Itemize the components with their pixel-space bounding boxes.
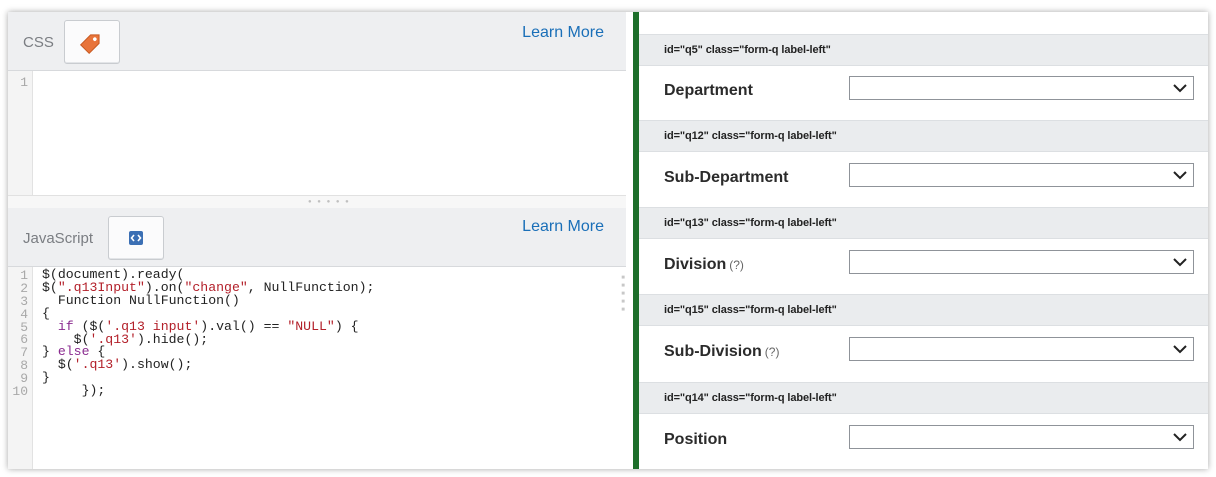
chevron-down-icon xyxy=(1173,258,1187,267)
code-line: } else { xyxy=(42,344,106,360)
line-number: 3 xyxy=(20,293,28,309)
department-select[interactable] xyxy=(849,76,1194,100)
preview-top-strip xyxy=(639,12,1208,34)
question-row-division: Division(?) xyxy=(639,238,1208,294)
js-gutter xyxy=(8,267,33,469)
question-label: Position xyxy=(664,431,727,449)
question-meta: id="q15" class="form-q label-left" xyxy=(664,304,837,316)
code-line: } xyxy=(42,370,50,386)
question-label: Sub-Division(?) xyxy=(664,343,779,361)
editor-window: CSS Learn More 1 ● ● ● ● ● JavaScript xyxy=(8,12,1208,469)
line-number: 6 xyxy=(20,332,28,348)
vertical-grip-icon[interactable]: ■■■■■ xyxy=(621,275,625,313)
line-number: 1 xyxy=(20,75,28,90)
js-learn-more-link[interactable]: Learn More xyxy=(522,218,604,235)
question-meta: id="q12" class="form-q label-left" xyxy=(664,130,837,142)
js-line-numbers: 1 2 3 4 5 6 7 8 9 10 xyxy=(8,269,28,398)
chevron-down-icon xyxy=(1173,433,1187,442)
question-label-text: Sub-Department xyxy=(664,169,789,186)
position-select[interactable] xyxy=(849,425,1194,449)
js-panel-header: JavaScript xyxy=(8,208,626,267)
sub-division-select[interactable] xyxy=(849,337,1194,361)
question-row-position: Position xyxy=(639,413,1208,469)
grip-dots-icon: ● ● ● ● ● xyxy=(308,199,351,205)
line-number: 8 xyxy=(20,358,28,374)
help-tooltip-link[interactable]: (?) xyxy=(764,345,780,359)
question-label: Department xyxy=(664,82,753,100)
css-line-numbers: 1 xyxy=(8,76,28,89)
code-line: Function NullFunction() xyxy=(42,292,240,308)
line-number: 7 xyxy=(20,345,28,361)
code-line: $(".q13Input").on("change", NullFunction… xyxy=(42,279,375,295)
form-preview-pane: id="q5" class="form-q label-left" Depart… xyxy=(639,12,1208,469)
question-meta-header: id="q15" class="form-q label-left" xyxy=(639,294,1208,326)
code-line: if ($('.q13 input').val() == "NULL") { xyxy=(57,318,359,334)
sub-department-select[interactable] xyxy=(849,163,1194,187)
css-editor[interactable] xyxy=(33,71,626,195)
code-line: { xyxy=(42,305,50,321)
question-meta-header: id="q5" class="form-q label-left" xyxy=(639,34,1208,66)
question-label-text: Division xyxy=(664,256,727,273)
question-meta: id="q14" class="form-q label-left" xyxy=(664,392,837,404)
chevron-down-icon xyxy=(1173,171,1187,180)
question-label-text: Position xyxy=(664,431,728,448)
question-row-sub-division: Sub-Division(?) xyxy=(639,325,1208,381)
code-line: $(document).ready( xyxy=(42,267,185,282)
code-line: $('.q13').show(); xyxy=(42,357,193,373)
question-meta: id="q13" class="form-q label-left" xyxy=(664,217,837,229)
chevron-down-icon xyxy=(1173,345,1187,354)
line-number: 9 xyxy=(20,371,28,387)
chevron-down-icon xyxy=(1173,84,1187,93)
line-number: 1 xyxy=(20,268,28,283)
css-panel-label: CSS xyxy=(23,34,54,51)
question-meta: id="q5" class="form-q label-left" xyxy=(664,44,831,56)
code-editor-pane: CSS Learn More 1 ● ● ● ● ● JavaScript xyxy=(8,12,626,469)
line-number: 10 xyxy=(12,384,28,400)
code-line: $('.q13').hide(); xyxy=(42,331,209,347)
js-code-button[interactable] xyxy=(108,216,164,260)
question-label: Sub-Department xyxy=(664,169,788,187)
question-meta-header: id="q13" class="form-q label-left" xyxy=(639,207,1208,239)
js-code-editor[interactable]: $(document).ready($(".q13Input").on("cha… xyxy=(42,267,375,399)
question-label-text: Sub-Division xyxy=(664,343,762,360)
line-number: 4 xyxy=(20,306,28,322)
line-number: 5 xyxy=(20,319,28,335)
js-panel-label: JavaScript xyxy=(23,230,94,247)
division-select[interactable] xyxy=(849,250,1194,274)
tag-icon xyxy=(79,34,100,55)
pane-divider[interactable] xyxy=(633,12,639,469)
code-line: }); xyxy=(42,383,106,399)
help-tooltip-link[interactable]: (?) xyxy=(729,258,744,272)
question-meta-header: id="q14" class="form-q label-left" xyxy=(639,382,1208,414)
question-row-sub-department: Sub-Department xyxy=(639,151,1208,207)
question-label: Division(?) xyxy=(664,256,744,274)
question-meta-header: id="q12" class="form-q label-left" xyxy=(639,120,1208,152)
question-label-text: Department xyxy=(664,82,753,99)
code-brackets-icon xyxy=(129,231,143,245)
line-number: 2 xyxy=(20,280,28,296)
css-tag-button[interactable] xyxy=(64,20,120,64)
question-row-department: Department xyxy=(639,64,1208,120)
css-panel-header: CSS Learn More xyxy=(8,12,626,71)
css-learn-more-link[interactable]: Learn More xyxy=(522,24,604,41)
css-gutter xyxy=(8,71,33,195)
